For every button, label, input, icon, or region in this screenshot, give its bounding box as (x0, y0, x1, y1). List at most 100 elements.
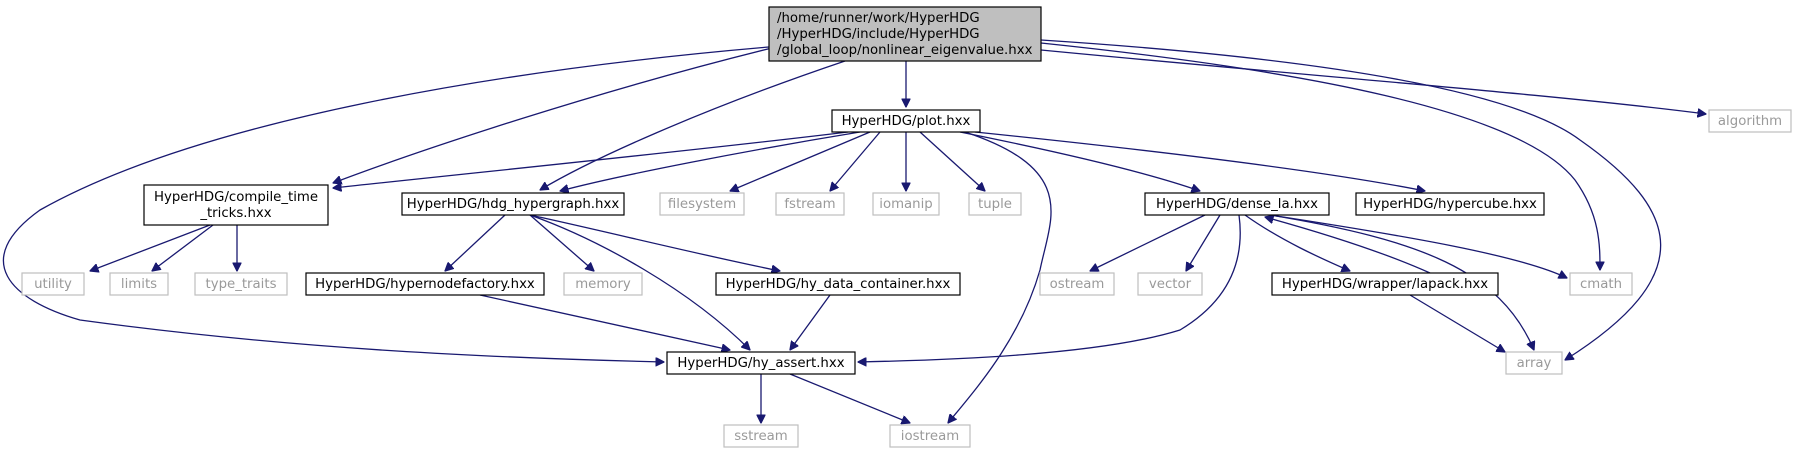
node-label: HyperHDG/wrapper/lapack.hxx (1282, 277, 1488, 292)
edge-root-to-hdg (540, 60, 846, 190)
edge-root-to-algorithm (1040, 49, 1706, 114)
node-ostream: ostream (1039, 272, 1115, 296)
node-box (1569, 272, 1633, 296)
node-label: /home/runner/work/HyperHDG (777, 11, 980, 26)
edge-plot-to-compile (333, 131, 849, 188)
node-label: HyperHDG/hdg_hypergraph.hxx (407, 197, 620, 212)
node-box (723, 424, 799, 448)
node-label: iostream (901, 429, 959, 444)
node-box (968, 192, 1022, 216)
edge-layer (3, 39, 1706, 423)
node-box (109, 272, 169, 296)
node-layer: /home/runner/work/HyperHDG/HyperHDG/incl… (21, 6, 1792, 448)
node-label: iomanip (879, 197, 933, 212)
node-vector: vector (1137, 272, 1203, 296)
edge-compile-to-limits (152, 224, 214, 271)
node-dense[interactable]: HyperHDG/dense_la.hxx (1144, 192, 1330, 216)
node-tuple: tuple (968, 192, 1022, 216)
node-array: array (1505, 351, 1563, 375)
node-memory: memory (563, 272, 643, 296)
node-sstream: sstream (723, 424, 799, 448)
edge-plot-to-fstream (830, 131, 881, 191)
node-label: limits (121, 277, 157, 292)
node-box (666, 351, 856, 375)
node-box (401, 192, 625, 216)
edge-lapack-to-dense (1265, 217, 1431, 274)
edge-datacont-to-assert (790, 294, 831, 350)
edge-dense-to-vector (1186, 214, 1221, 271)
node-box (21, 272, 85, 296)
node-label: ostream (1050, 277, 1105, 292)
node-box (775, 192, 845, 216)
node-label: utility (34, 277, 72, 292)
node-label: HyperHDG/hypernodefactory.hxx (315, 277, 535, 292)
edge-dense-to-ostream (1090, 214, 1206, 271)
node-iomanip: iomanip (872, 192, 940, 216)
edge-lapack-to-array (1409, 294, 1505, 352)
node-box (872, 192, 940, 216)
node-type_traits: type_traits (194, 272, 288, 296)
node-box (194, 272, 288, 296)
node-iostream: iostream (889, 424, 971, 448)
node-box (1505, 351, 1563, 375)
edge-root-to-assert (3, 46, 770, 362)
node-limits: limits (109, 272, 169, 296)
edge-plot-to-iostream (948, 131, 1052, 423)
node-root[interactable]: /home/runner/work/HyperHDG/HyperHDG/incl… (768, 6, 1042, 62)
node-box (1137, 272, 1203, 296)
node-label: sstream (734, 429, 788, 444)
node-box (831, 109, 981, 133)
node-label: cmath (1580, 277, 1622, 292)
edge-plot-to-hypercube (974, 131, 1425, 191)
node-cmath: cmath (1569, 272, 1633, 296)
node-fstream: fstream (775, 192, 845, 216)
node-label: type_traits (205, 277, 276, 292)
edge-assert-to-iostream (789, 373, 910, 423)
node-label: HyperHDG/plot.hxx (842, 114, 971, 129)
node-filesystem: filesystem (659, 192, 745, 216)
node-label: tuple (978, 197, 1012, 212)
node-label: array (1517, 356, 1552, 371)
node-lapack[interactable]: HyperHDG/wrapper/lapack.hxx (1271, 272, 1499, 296)
node-label: /HyperHDG/include/HyperHDG (777, 27, 980, 42)
edge-hdg-to-memory (529, 214, 594, 271)
node-label: fstream (784, 197, 835, 212)
node-label: /global_loop/nonlinear_eigenvalue.hxx (777, 43, 1033, 58)
edge-plot-to-dense (959, 131, 1200, 191)
edge-nodefactory-to-assert (479, 294, 730, 350)
node-box (305, 272, 545, 296)
node-label: filesystem (668, 197, 736, 212)
node-algorithm: algorithm (1708, 109, 1792, 133)
edge-root-to-array (1040, 39, 1662, 360)
node-label: memory (575, 277, 631, 292)
node-box (889, 424, 971, 448)
node-label: HyperHDG/hypercube.hxx (1363, 197, 1537, 212)
node-box (715, 272, 961, 296)
edge-dense-to-assert (858, 214, 1241, 362)
node-box (563, 272, 643, 296)
edge-hdg-to-nodefactory (445, 214, 506, 271)
node-box (1708, 109, 1792, 133)
edge-plot-to-hdg (560, 131, 861, 191)
node-nodefactory[interactable]: HyperHDG/hypernodefactory.hxx (305, 272, 545, 296)
node-label: _tricks.hxx (199, 206, 271, 221)
node-assert[interactable]: HyperHDG/hy_assert.hxx (666, 351, 856, 375)
node-label: HyperHDG/hy_data_container.hxx (726, 277, 951, 292)
node-hypercube[interactable]: HyperHDG/hypercube.hxx (1355, 192, 1545, 216)
node-label: algorithm (1718, 114, 1782, 129)
node-plot[interactable]: HyperHDG/plot.hxx (831, 109, 981, 133)
node-box (659, 192, 745, 216)
edge-root-to-cmath (1040, 42, 1600, 270)
node-label: HyperHDG/compile_time (154, 190, 318, 205)
node-compile[interactable]: HyperHDG/compile_time_tricks.hxx (143, 184, 329, 226)
node-datacont[interactable]: HyperHDG/hy_data_container.hxx (715, 272, 961, 296)
node-hdg[interactable]: HyperHDG/hdg_hypergraph.hxx (401, 192, 625, 216)
edge-plot-to-filesystem (730, 131, 871, 191)
edge-compile-to-utility (90, 224, 211, 271)
node-label: HyperHDG/hy_assert.hxx (677, 356, 844, 371)
edge-dense-to-array (1269, 214, 1534, 350)
edge-hdg-to-assert (529, 214, 750, 350)
node-box (143, 184, 329, 226)
node-label: HyperHDG/dense_la.hxx (1156, 197, 1318, 212)
